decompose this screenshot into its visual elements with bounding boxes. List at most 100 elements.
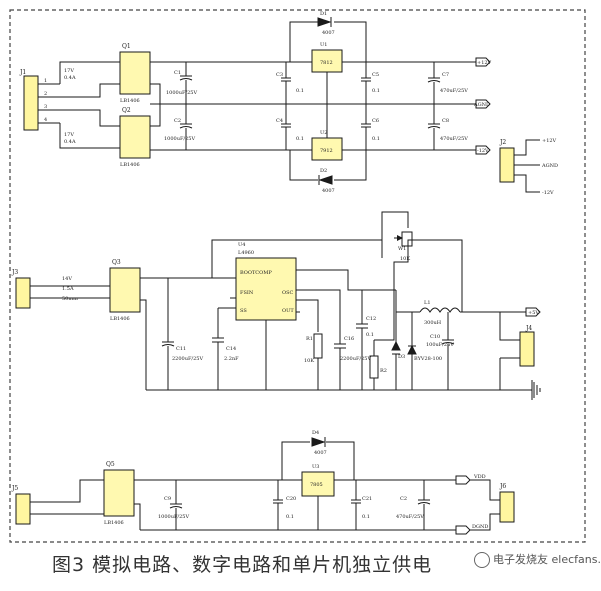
label-c11-val: 2200uF/25V <box>172 356 203 362</box>
label-c3: C3 <box>276 72 283 78</box>
label-c6-val: 0.1 <box>372 136 380 142</box>
watermark-logo: 电子发烧友 elecfans.com <box>470 549 601 571</box>
label-j3: J3 <box>11 269 18 276</box>
label-q2: Q2 <box>122 107 131 114</box>
label-j2-agnd: AGND <box>541 163 558 169</box>
label-u4-pin: BOOTCOMP <box>240 270 272 276</box>
label-d6-part: BYV28-100 <box>414 356 442 362</box>
bridge-rectifier-q2 <box>119 115 151 159</box>
label-c16: C16 <box>344 336 354 342</box>
pin-label: 4 <box>44 117 47 123</box>
connector-j1 <box>23 75 39 131</box>
dashed-border <box>9 9 586 543</box>
label-j6: J6 <box>499 483 506 490</box>
label-c8-val: 470uF/25V <box>440 136 468 142</box>
label-c3-val: 0.1 <box>296 88 304 94</box>
label-c4: C4 <box>276 118 283 124</box>
bridge-rectifier-q5 <box>103 469 135 517</box>
label-j2: J2 <box>499 139 506 146</box>
logo-icon <box>474 552 490 568</box>
label-q5: Q5 <box>106 461 115 468</box>
label-c21-val: 0.1 <box>362 514 370 520</box>
connector-j6 <box>499 491 515 523</box>
label-c5-val: 0.1 <box>372 88 380 94</box>
label-l1-val: 300uH <box>424 320 442 326</box>
label-u1: U1 <box>320 42 327 48</box>
label-d1-part: 4007 <box>322 30 335 36</box>
label-ac-in2-a: 17V <box>64 132 74 138</box>
pin-label: 1 <box>44 78 47 84</box>
pin-label: 3 <box>44 104 47 110</box>
label-c10-val: 100uF/25V <box>426 342 454 348</box>
watermark-text: 电子发烧友 elecfans.com <box>493 553 601 566</box>
label-c1: C1 <box>174 70 181 76</box>
label-c2b: C2 <box>400 496 407 502</box>
label-d4-part: 4007 <box>314 450 327 456</box>
label-ac-in2-b: 0.4A <box>64 139 76 145</box>
connector-j5 <box>15 493 31 525</box>
label-u3-part: 7805 <box>310 482 323 488</box>
label-c10: C10 <box>430 334 440 340</box>
label-j5: J5 <box>11 485 18 492</box>
label-c14: C14 <box>226 346 236 352</box>
label-c5: C5 <box>372 72 379 78</box>
label-ac-in1-b: 0.4A <box>64 75 76 81</box>
label-c21: C21 <box>362 496 372 502</box>
inductor-l1 <box>419 307 461 313</box>
flag-p12 <box>475 57 491 67</box>
label-q1: Q1 <box>122 43 131 50</box>
label-j4: J4 <box>525 325 532 332</box>
label-ac-in-b: 1.5A <box>62 286 74 292</box>
label-bridge-q3: LB1406 <box>110 316 130 322</box>
label-ac-in-a: 14V <box>62 276 72 282</box>
resistor-r2 <box>369 355 379 379</box>
label-c7-val: 470uF/25V <box>440 88 468 94</box>
label-u3: U3 <box>312 464 319 470</box>
label-vout: +5V <box>528 310 539 316</box>
label-c6: C6 <box>372 118 379 124</box>
label-bridge-q5: LB1406 <box>104 520 124 526</box>
section-analog-supply <box>23 17 540 193</box>
label-c11: C11 <box>176 346 186 352</box>
label-p12: +12V <box>477 60 492 66</box>
diode-d2 <box>318 175 333 185</box>
labels-section2: J3 14V 1.5A 50mm Q3 LB1406 C11 2200uF/25… <box>11 242 539 374</box>
label-c4-val: 0.1 <box>296 136 304 142</box>
label-q3: Q3 <box>112 259 121 266</box>
labels-section1: J1 1 2 3 4 17V 0.4A 17V 0.4A Q1 Q2 LB140… <box>19 11 558 196</box>
regulator-u3 <box>301 471 335 497</box>
label-d2-part: 4007 <box>322 188 335 194</box>
potentiometer-w1 <box>401 231 413 247</box>
label-c20: C20 <box>286 496 296 502</box>
diode-d1 <box>317 17 332 27</box>
flag-vdd <box>455 475 471 485</box>
label-u4-pin: SS <box>240 308 247 314</box>
label-d3: D3 <box>398 354 405 360</box>
label-ac-in1-a: 17V <box>64 68 74 74</box>
label-m12: -12V <box>477 148 489 154</box>
section-switching-supply <box>15 211 541 400</box>
label-agnd: AGND <box>473 102 490 108</box>
flag-m12 <box>475 145 491 155</box>
resistor-r1 <box>313 333 323 359</box>
label-c9-val: 1000uF/25V <box>158 514 189 520</box>
label-r1: R1 <box>306 336 313 342</box>
label-u1-part: 7812 <box>320 60 333 66</box>
section-digital-supply <box>15 437 515 535</box>
flag-dgnd <box>455 525 471 535</box>
label-c7: C7 <box>442 72 449 78</box>
bridge-rectifier-q3 <box>109 267 141 313</box>
label-d2: D2 <box>320 168 327 174</box>
label-c2b-val: 470uF/25V <box>396 514 424 520</box>
label-c2-val: 1000uF/25V <box>164 136 195 142</box>
label-u2: U2 <box>320 130 327 136</box>
label-dgnd: DGND <box>472 524 488 530</box>
label-bridge1: LB1406 <box>120 98 140 104</box>
label-c1-val: 1000uF/25V <box>166 90 197 96</box>
flag-p5v <box>525 307 541 317</box>
label-j2-p12: +12V <box>542 138 557 144</box>
connector-j3 <box>15 277 31 309</box>
label-c2: C2 <box>174 118 181 124</box>
pin-label: 2 <box>44 91 47 97</box>
